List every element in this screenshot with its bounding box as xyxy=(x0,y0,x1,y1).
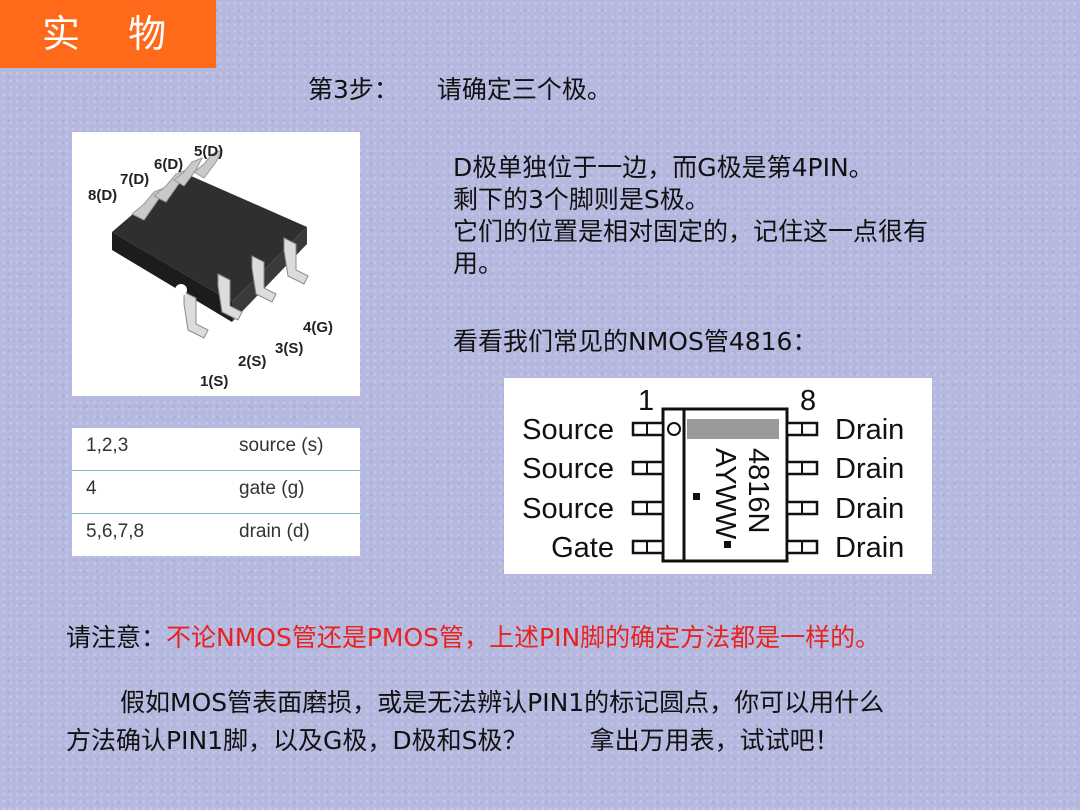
soic8-chip-illustration: 5(D) 6(D) 7(D) 8(D) 4(G) 3(S) 2(S) 1(S) xyxy=(88,143,333,390)
chip-marking-line2: AYWW xyxy=(709,448,741,540)
right-pin-label: Drain xyxy=(835,532,904,564)
right-pin-label: Drain xyxy=(835,493,904,525)
description-line: 用。 xyxy=(453,249,504,278)
common-part-text: 看看我们常见的NMOS管4816： xyxy=(453,327,818,356)
pins-cell: 1,2,3 xyxy=(86,435,129,456)
left-pin-label: Source xyxy=(522,414,614,446)
function-cell: source (s) xyxy=(239,435,324,456)
table-row: 4 gate (g) xyxy=(72,471,360,514)
right-pin-label: Drain xyxy=(835,414,904,446)
pin5-label: 5(D) xyxy=(194,143,223,160)
note-highlight: 不论NMOS管还是PMOS管，上述PIN脚的确定方法都是一样的。 xyxy=(166,623,881,652)
pinout-diagram: 1 8 Source Source Source Gate Drain Drai… xyxy=(504,378,932,574)
note-label: 请注意： xyxy=(66,623,167,652)
question-answer: 拿出万用表，试试吧！ xyxy=(589,726,840,755)
step-heading: 第3步： 请确定三个极。 xyxy=(308,74,612,106)
left-pin-label: Source xyxy=(522,493,614,525)
question-line2: 方法确认PIN1脚，以及G极，D极和S极？ xyxy=(66,726,528,755)
pins-cell: 4 xyxy=(86,478,97,499)
description-text: D极单独位于一边，而G极是第4PIN。 剩下的3个脚则是S极。 它们的位置是相对… xyxy=(453,152,1043,280)
pinout-diagram-svg: 1 8 Source Source Source Gate Drain Drai… xyxy=(522,385,904,564)
description-line: D极单独位于一边，而G极是第4PIN。 xyxy=(453,153,874,182)
description-line: 剩下的3个脚则是S极。 xyxy=(453,185,710,214)
function-cell: gate (g) xyxy=(239,478,305,499)
pin1-circle-mark xyxy=(667,422,681,436)
right-pin-label: Drain xyxy=(835,453,904,485)
description-line: 它们的位置是相对固定的，记住这一点很有 xyxy=(453,217,929,246)
step-label: 第3步： xyxy=(308,75,399,104)
note-line: 请注意：不论NMOS管还是PMOS管，上述PIN脚的确定方法都是一样的。 xyxy=(66,622,880,654)
pin1-number: 1 xyxy=(638,385,654,417)
table-row: 5,6,7,8 drain (d) xyxy=(72,514,360,556)
pin3-label: 3(S) xyxy=(275,340,303,357)
slide-title: 实 物 xyxy=(0,0,216,68)
pin6-label: 6(D) xyxy=(154,156,183,173)
pin-table: 1,2,3 source (s) 4 gate (g) 5,6,7,8 drai… xyxy=(72,428,360,556)
left-pin-label: Source xyxy=(522,453,614,485)
pins-cell: 5,6,7,8 xyxy=(86,521,145,542)
pin8-number: 8 xyxy=(800,385,816,417)
question-paragraph: 假如MOS管表面磨损，或是无法辨认PIN1的标记圆点，你可以用什么 方法确认PI… xyxy=(66,684,1056,760)
chip-marking-line1: 4816N xyxy=(742,448,774,533)
left-pin-label: Gate xyxy=(551,532,614,564)
pin8-label: 8(D) xyxy=(88,187,117,204)
function-cell: drain (d) xyxy=(239,521,310,542)
question-line1: 假如MOS管表面磨损，或是无法辨认PIN1的标记圆点，你可以用什么 xyxy=(120,688,885,717)
pin1-label: 1(S) xyxy=(200,373,228,390)
pin2-label: 2(S) xyxy=(238,353,266,370)
pin1-dot xyxy=(175,284,187,296)
pin1-marker-band xyxy=(687,419,779,439)
step-text: 请确定三个极。 xyxy=(436,75,612,104)
chip-photo: 5(D) 6(D) 7(D) 8(D) 4(G) 3(S) 2(S) 1(S) xyxy=(72,132,360,396)
table-row: 1,2,3 source (s) xyxy=(72,428,360,471)
pin4-label: 4(G) xyxy=(303,319,333,336)
pin7-label: 7(D) xyxy=(120,171,149,188)
